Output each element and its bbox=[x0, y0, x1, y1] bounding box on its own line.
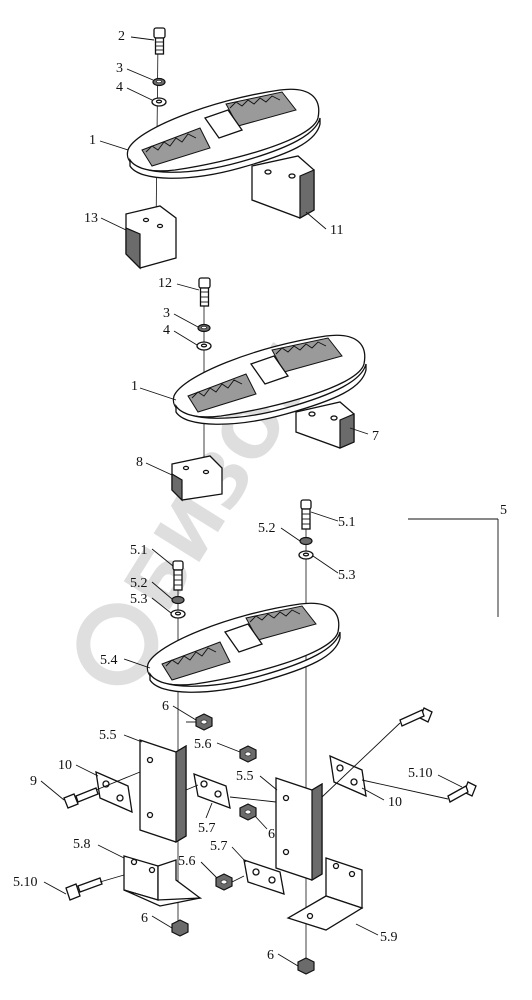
nut-6-bottom-left bbox=[171, 919, 189, 937]
bracket-7 bbox=[295, 401, 355, 449]
spacer-plate-10-right bbox=[329, 754, 367, 798]
bolt-2 bbox=[153, 27, 166, 55]
bolt-5-10-upper bbox=[399, 707, 433, 727]
label-6-mid: 6 bbox=[268, 827, 275, 842]
label-5-7-lower: 5.7 bbox=[210, 839, 228, 854]
label-11: 11 bbox=[330, 223, 343, 238]
label-3: 3 bbox=[116, 61, 123, 76]
nut-6-bottom-right bbox=[297, 957, 315, 975]
callout-labels: 2 3 4 1 11 13 12 3 4 1 7 8 5 5.1 5.2 5.3… bbox=[13, 29, 507, 963]
label-5-4: 5.4 bbox=[100, 653, 118, 668]
label-5-2-left: 5.2 bbox=[130, 576, 148, 591]
label-6-top: 6 bbox=[162, 699, 169, 714]
label-8: 8 bbox=[136, 455, 143, 470]
plate-5-5-left bbox=[139, 739, 187, 844]
plate-5-7-lower bbox=[243, 859, 285, 895]
label-9: 9 bbox=[30, 774, 37, 789]
label-4: 4 bbox=[116, 80, 123, 95]
washer-5-3-left bbox=[170, 609, 186, 619]
lock-washer-5-2-right bbox=[299, 536, 313, 546]
footrest-1-upper bbox=[126, 88, 321, 179]
nut-6-mid bbox=[239, 803, 257, 821]
assembly-5-bracket-line bbox=[408, 518, 499, 617]
lock-washer-3 bbox=[152, 77, 166, 87]
leader-lines bbox=[40, 36, 463, 967]
label-5-5-right: 5.5 bbox=[236, 769, 254, 784]
flat-washer-4 bbox=[151, 97, 167, 107]
spacer-plate-10-left bbox=[95, 770, 133, 814]
label-5-7-upper: 5.7 bbox=[198, 821, 216, 836]
label-13: 13 bbox=[84, 211, 98, 226]
label-2: 2 bbox=[118, 29, 125, 44]
plate-5-7-upper bbox=[193, 772, 231, 810]
plate-5-5-right bbox=[275, 777, 323, 882]
label-5-6-upper: 5.6 bbox=[194, 737, 212, 752]
bolt-9 bbox=[63, 787, 99, 809]
bolt-5-1-left bbox=[172, 560, 184, 591]
lock-washer-3-mid bbox=[197, 323, 211, 333]
nut-5-6-upper bbox=[239, 745, 257, 763]
assembly-lines bbox=[95, 721, 449, 883]
footrest-1-middle bbox=[172, 334, 367, 425]
label-10-right: 10 bbox=[388, 795, 402, 810]
label-5-10-right: 5.10 bbox=[408, 766, 433, 781]
label-12: 12 bbox=[158, 276, 172, 291]
label-5-1-right: 5.1 bbox=[338, 515, 356, 530]
label-5-1-left: 5.1 bbox=[130, 543, 148, 558]
label-5-8: 5.8 bbox=[73, 837, 91, 852]
label-10-left: 10 bbox=[58, 758, 72, 773]
washer-5-3-right bbox=[298, 550, 314, 560]
label-5-3-right: 5.3 bbox=[338, 568, 356, 583]
label-3-mid: 3 bbox=[163, 306, 170, 321]
bracket-5-8 bbox=[123, 855, 203, 907]
flat-washer-4-mid bbox=[196, 341, 212, 351]
bracket-8 bbox=[171, 455, 223, 502]
nut-5-6-lower bbox=[215, 873, 233, 891]
label-1: 1 bbox=[89, 133, 96, 148]
nut-6-top bbox=[195, 713, 213, 731]
label-5-2-right: 5.2 bbox=[258, 521, 276, 536]
label-5-5-left: 5.5 bbox=[99, 728, 117, 743]
bolt-12 bbox=[198, 277, 211, 307]
footrest-5-4 bbox=[146, 602, 341, 693]
label-1-mid: 1 bbox=[131, 379, 138, 394]
lock-washer-5-2-left bbox=[171, 595, 185, 605]
label-5-9: 5.9 bbox=[380, 930, 398, 945]
label-7: 7 bbox=[372, 429, 379, 444]
bolt-5-10-right bbox=[447, 781, 477, 803]
bracket-11 bbox=[251, 155, 315, 220]
bolt-5-1-right bbox=[300, 499, 312, 530]
label-6-bottom-left: 6 bbox=[141, 911, 148, 926]
label-5: 5 bbox=[500, 503, 507, 518]
label-6-bottom-right: 6 bbox=[267, 948, 274, 963]
bracket-13 bbox=[125, 205, 177, 270]
label-5-6-lower: 5.6 bbox=[178, 854, 196, 869]
label-4-mid: 4 bbox=[163, 323, 170, 338]
bracket-5-9 bbox=[286, 857, 364, 931]
label-5-10-lower: 5.10 bbox=[13, 875, 38, 890]
bolt-5-10-lower bbox=[65, 877, 103, 901]
label-5-3-left: 5.3 bbox=[130, 592, 148, 607]
